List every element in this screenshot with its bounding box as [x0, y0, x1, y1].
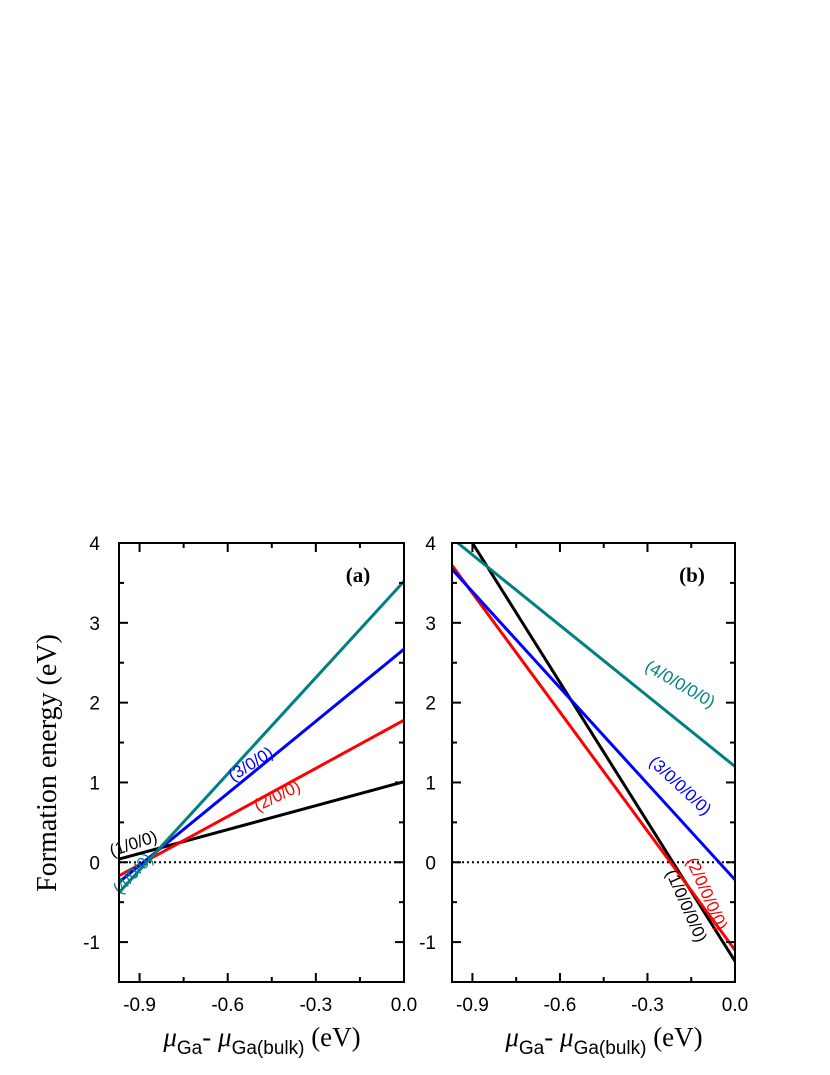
x-tick-label: 0.0: [391, 995, 417, 1016]
x-axis-sub1: Ga: [519, 1038, 545, 1059]
x-axis-sub2: Ga(bulk): [232, 1038, 305, 1059]
x-axis-label-a: μGa- μGa(bulk) (eV): [162, 1022, 360, 1059]
x-tick-label: -0.9: [123, 995, 156, 1016]
panel-b: (1/0/0/0/0)(2/0/0/0/0)(3/0/0/0/0)(4/0/0/…: [419, 534, 748, 1016]
y-tick-label: 1: [425, 773, 436, 794]
y-tick-label: -1: [419, 933, 436, 954]
x-axis-dash: -: [202, 1022, 218, 1052]
y-tick-label: 0: [89, 853, 100, 874]
y-tick-label: 3: [425, 614, 436, 635]
x-tick-label: -0.3: [299, 995, 332, 1016]
x-tick-label: -0.6: [211, 995, 244, 1016]
y-tick-label: 4: [425, 534, 436, 555]
y-tick-label: 2: [425, 694, 436, 715]
x-tick-label: -0.6: [544, 995, 577, 1016]
series-line-2: [119, 648, 404, 884]
series-group: [119, 580, 404, 894]
y-tick-label: 4: [89, 534, 100, 555]
y-tick-label: 0: [425, 853, 436, 874]
x-axis-unit: (eV): [646, 1022, 702, 1052]
series-line-2: [452, 568, 735, 881]
series-label-2: (3/0/0/0/0): [645, 752, 715, 819]
plot-frame: [118, 542, 405, 983]
x-tick-label: 0.0: [722, 995, 748, 1016]
x-axis-sub2: Ga(bulk): [574, 1038, 647, 1059]
series-line-3: [119, 580, 404, 894]
x-axis-mu2: μ: [559, 1022, 574, 1052]
x-tick-label: -0.9: [456, 995, 489, 1016]
series-line-1: [119, 718, 404, 878]
x-axis-label-b: μGa- μGa(bulk) (eV): [504, 1022, 702, 1059]
x-axis-sub1: Ga: [177, 1038, 203, 1059]
series-line-1: [452, 564, 735, 951]
panel-label: (a): [346, 563, 371, 587]
panel-a: (1/0/0)(2/0/0)(3/0/0)(4/0/0)-0.9-0.6-0.3…: [83, 534, 417, 1016]
series-line-0: [119, 780, 404, 861]
series-group: [452, 543, 735, 962]
y-axis-label: Formation energy (eV): [32, 634, 63, 892]
x-axis-mu1: μ: [504, 1022, 519, 1052]
x-axis-mu2: μ: [217, 1022, 232, 1052]
x-axis-unit: (eV): [304, 1022, 360, 1052]
x-axis-mu1: μ: [162, 1022, 177, 1052]
series-label-1: (2/0/0): [251, 777, 303, 816]
x-tick-label: -0.3: [631, 995, 664, 1016]
series-label-3: (4/0/0/0/0): [642, 657, 719, 712]
y-tick-label: -1: [83, 933, 100, 954]
y-tick-label: 1: [89, 773, 100, 794]
y-tick-label: 3: [89, 614, 100, 635]
panel-label: (b): [679, 563, 705, 587]
plot-frame: [451, 542, 736, 983]
y-tick-label: 2: [89, 694, 100, 715]
series-line-3: [456, 543, 735, 768]
x-axis-dash: -: [544, 1022, 560, 1052]
